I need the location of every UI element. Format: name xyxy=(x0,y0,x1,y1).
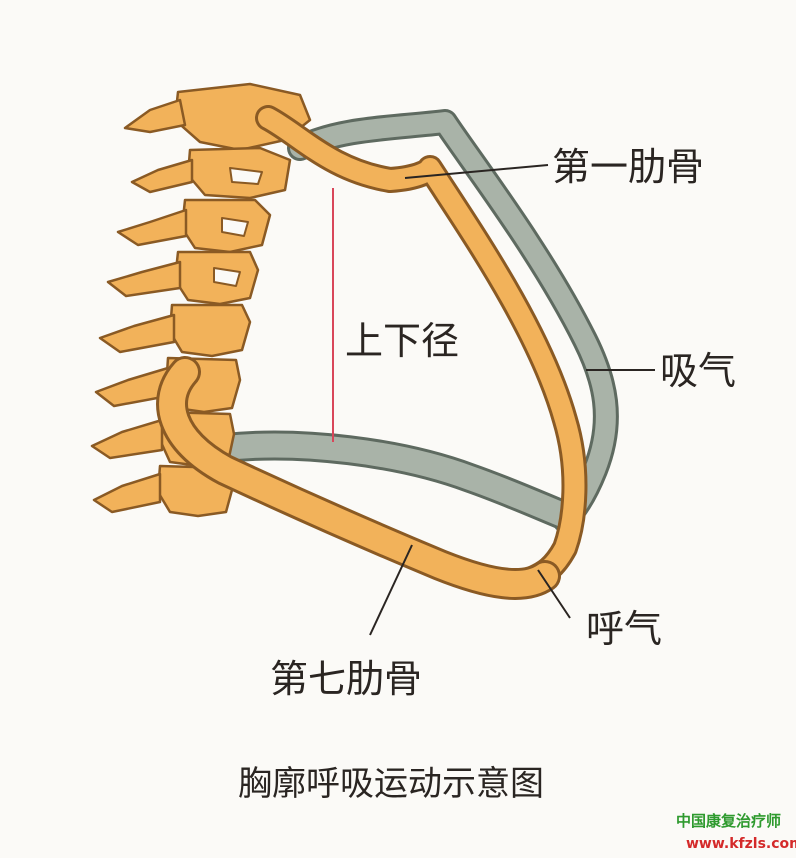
exhale-label: 呼气 xyxy=(586,607,662,651)
diagram-caption: 胸廓呼吸运动示意图 xyxy=(238,764,544,804)
vertical-diameter-label: 上下径 xyxy=(345,319,459,363)
watermark-url: www.kfzls.com xyxy=(686,836,796,852)
watermark-name: 中国康复治疗师 xyxy=(676,812,781,830)
inhale-label: 吸气 xyxy=(660,349,736,393)
seventh-rib-label: 第七肋骨 xyxy=(270,657,422,701)
first-rib-label: 第一肋骨 xyxy=(552,145,704,189)
